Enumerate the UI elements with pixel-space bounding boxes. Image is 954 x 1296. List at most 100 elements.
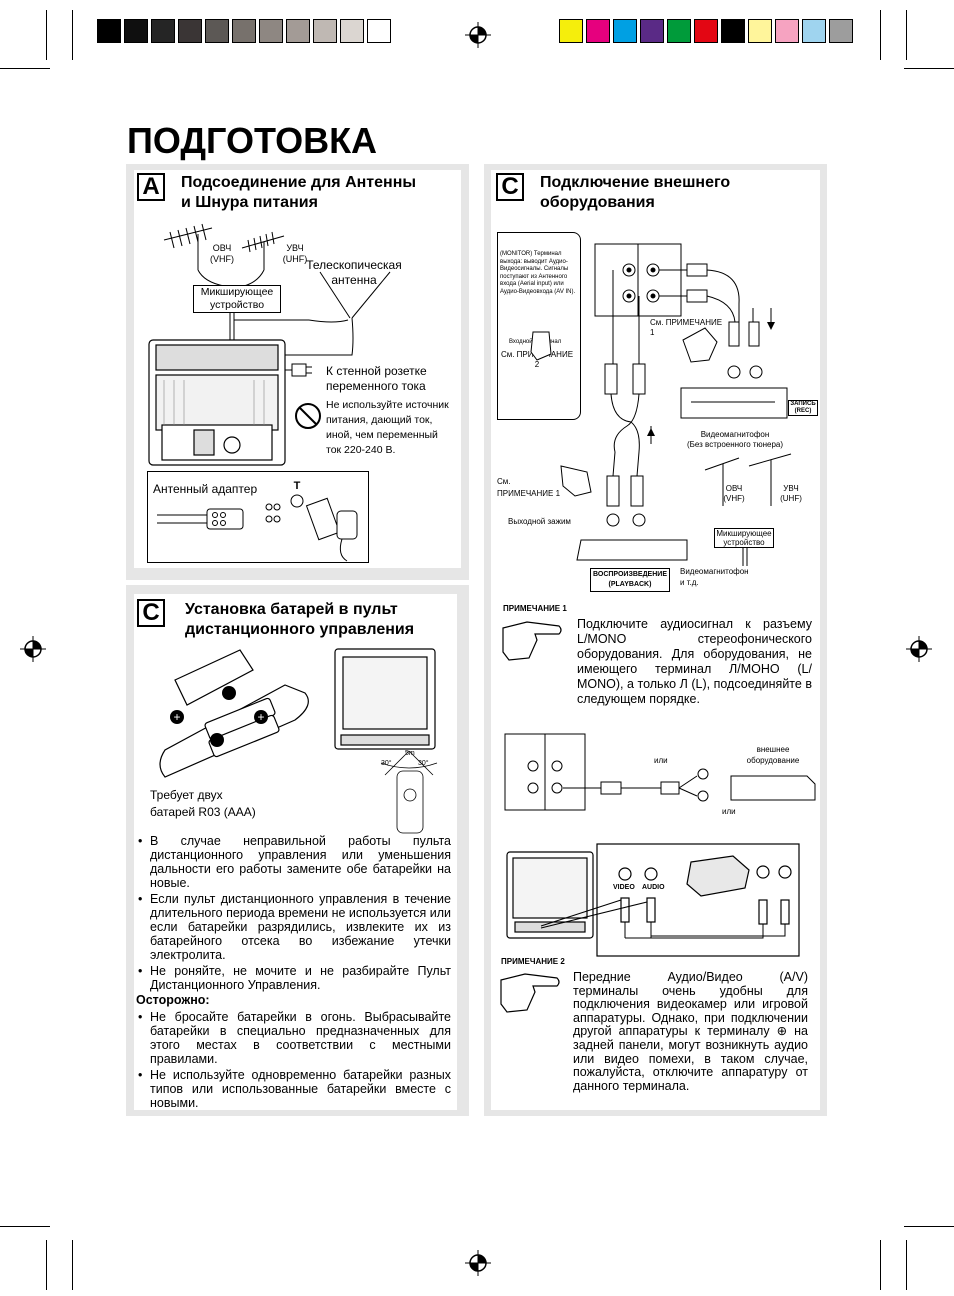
caution-title: Осторожно: bbox=[136, 993, 210, 1007]
mixer-line2: устройство bbox=[209, 299, 265, 311]
gray-swatch bbox=[97, 19, 121, 43]
bullet-item: В случае неправильной работы пульта дист… bbox=[136, 834, 451, 890]
antenna-adapter-illustration: T bbox=[157, 480, 358, 562]
section-c-external-title: Подключение внешнего оборудования bbox=[540, 173, 730, 213]
gray-swatch bbox=[259, 19, 283, 43]
output-terminal-label: Выходной зажим bbox=[508, 517, 571, 526]
section-c-battery-letter: C bbox=[137, 599, 165, 627]
pointing-hand-icon bbox=[502, 621, 562, 661]
vcr-etc-line2: и т.д. bbox=[680, 578, 699, 587]
mixer-box: Микширующее устройство bbox=[193, 285, 281, 313]
battery-title-line1: Установка батарей в пульт bbox=[185, 601, 398, 618]
vcr-line2: (Без встроенного тюнера) bbox=[686, 440, 784, 449]
vhf-label: ОВЧ (VHF) bbox=[210, 243, 234, 265]
caution-item: Не бросайте батарейки в огонь. Выбрасыва… bbox=[136, 1010, 451, 1066]
uhf-label-ru: УВЧ bbox=[286, 243, 304, 253]
see-note1-top-line2: 1 bbox=[650, 328, 655, 337]
outlet-label: К стенной розетке переменного тока bbox=[326, 364, 427, 394]
rec-badge: ЗАПИСЬ (REC) bbox=[788, 400, 818, 416]
monitor-note-box bbox=[497, 232, 581, 420]
gray-swatch bbox=[178, 19, 202, 43]
ext-mixer-line2: устройство bbox=[723, 538, 765, 547]
gray-swatch bbox=[232, 19, 256, 43]
mixer-line1: Микширующее bbox=[200, 286, 274, 298]
requires-line1: Требует двух bbox=[150, 788, 223, 802]
crop-mark bbox=[0, 68, 50, 69]
color-swatch bbox=[775, 19, 799, 43]
battery-title-line2: дистанционного управления bbox=[185, 621, 415, 638]
note1-text: Подключите аудиосигнал к разъему L/MONO … bbox=[577, 617, 812, 706]
color-swatch bbox=[640, 19, 664, 43]
color-swatch bbox=[721, 19, 745, 43]
external-title-line1: Подключение внешнего bbox=[540, 174, 731, 191]
vhf-label-ru: ОВЧ bbox=[212, 243, 232, 253]
uhf-label: УВЧ (UHF) bbox=[282, 243, 308, 265]
ext-mixer-line1: Микширующее bbox=[716, 529, 772, 538]
telescopic-line1: Телескопическая bbox=[306, 258, 402, 272]
see-note1-left: См. ПРИМЕЧАНИЕ 1 bbox=[497, 476, 560, 500]
distance-label: 5m bbox=[405, 750, 415, 757]
see-note1-left-line1: См. bbox=[497, 477, 511, 486]
remote-battery-illustration: + + bbox=[159, 648, 438, 834]
warning-line1: Не используйте источник bbox=[326, 399, 449, 411]
caution-item: Не используйте одновременно батарейки ра… bbox=[136, 1068, 451, 1110]
warning-line4: ток 220-240 В. bbox=[326, 444, 396, 456]
vcr-line1: Видеомагнитофон bbox=[700, 430, 770, 439]
pointing-hand-icon bbox=[500, 973, 560, 1013]
outlet-line1: К стенной розетке bbox=[326, 364, 427, 378]
ext-uhf-ru: УВЧ bbox=[783, 484, 799, 493]
gray-swatch bbox=[124, 19, 148, 43]
note1-label: ПРИМЕЧАНИЕ 1 bbox=[503, 604, 567, 613]
playback-line2: (PLAYBACK) bbox=[608, 581, 652, 588]
crop-mark bbox=[0, 1226, 50, 1227]
mono-connection-diagram bbox=[504, 733, 816, 811]
external-title-line2: оборудования bbox=[540, 194, 655, 211]
warning-line2: питания, дающий ток, bbox=[326, 414, 433, 426]
gray-swatch bbox=[151, 19, 175, 43]
section-c-external-letter: C bbox=[496, 173, 524, 201]
color-swatch bbox=[694, 19, 718, 43]
gray-swatch bbox=[313, 19, 337, 43]
page-title: ПОДГОТОВКА bbox=[127, 120, 378, 161]
color-swatch bbox=[667, 19, 691, 43]
crop-mark bbox=[72, 10, 73, 60]
rec-line2: (REC) bbox=[794, 408, 812, 414]
crop-mark bbox=[46, 1240, 47, 1290]
requires-line2: батарей R03 (AAA) bbox=[150, 805, 256, 819]
gray-swatch bbox=[205, 19, 229, 43]
crop-mark bbox=[46, 10, 47, 60]
ext-vhf-en: (VHF) bbox=[723, 494, 745, 503]
color-swatch bbox=[559, 19, 583, 43]
front-av-diagram bbox=[506, 843, 800, 957]
outlet-line2: переменного тока bbox=[326, 379, 426, 393]
external-connection-diagram bbox=[530, 243, 792, 566]
color-swatch bbox=[586, 19, 610, 43]
crop-mark bbox=[880, 10, 881, 60]
registration-mark-icon bbox=[906, 636, 932, 662]
playback-badge: ВОСПРОИЗВЕДЕНИЕ (PLAYBACK) bbox=[590, 568, 670, 592]
crop-mark bbox=[72, 1240, 73, 1290]
ext-vhf-ru: ОВЧ bbox=[725, 484, 743, 493]
power-warning: Не используйте источник питания, дающий … bbox=[326, 398, 449, 458]
antenna-connection-diagram bbox=[148, 223, 391, 466]
telescopic-line2: антенна bbox=[331, 273, 377, 287]
angle-right-label: 30° bbox=[418, 760, 429, 767]
section-a-title-line2: и Шнура питания bbox=[181, 194, 318, 211]
audio-jack-label: AUDIO bbox=[642, 884, 665, 891]
crop-mark bbox=[904, 68, 954, 69]
vhf-label-en: (VHF) bbox=[210, 254, 234, 264]
antenna-adapter-label: Антенный адаптер bbox=[153, 482, 258, 496]
see-note2-line2: 2 bbox=[534, 360, 540, 369]
vcr-no-tuner-label: Видеомагнитофон (Без встроенного тюнера) bbox=[672, 430, 798, 450]
svg-text:+: + bbox=[257, 710, 264, 724]
bullet-item: Не роняйте, не мочите и не разбирайте Пу… bbox=[136, 964, 451, 992]
section-a-title-line1: Подсоединение для Антенны bbox=[181, 174, 417, 191]
monitor-note: (MONITOR) Терминал выхода: выводит Аудио… bbox=[500, 251, 576, 295]
rec-line1: ЗАПИСЬ bbox=[790, 401, 816, 407]
caution-bullet-list: Не бросайте батарейки в огонь. Выбрасыва… bbox=[136, 1010, 451, 1112]
ext-uhf-en: (UHF) bbox=[780, 494, 802, 503]
or-label-1: или bbox=[654, 756, 668, 765]
external-equipment-label: внешнее оборудование bbox=[735, 744, 811, 766]
crop-mark bbox=[880, 1240, 881, 1290]
external-line1: внешнее bbox=[756, 745, 790, 754]
